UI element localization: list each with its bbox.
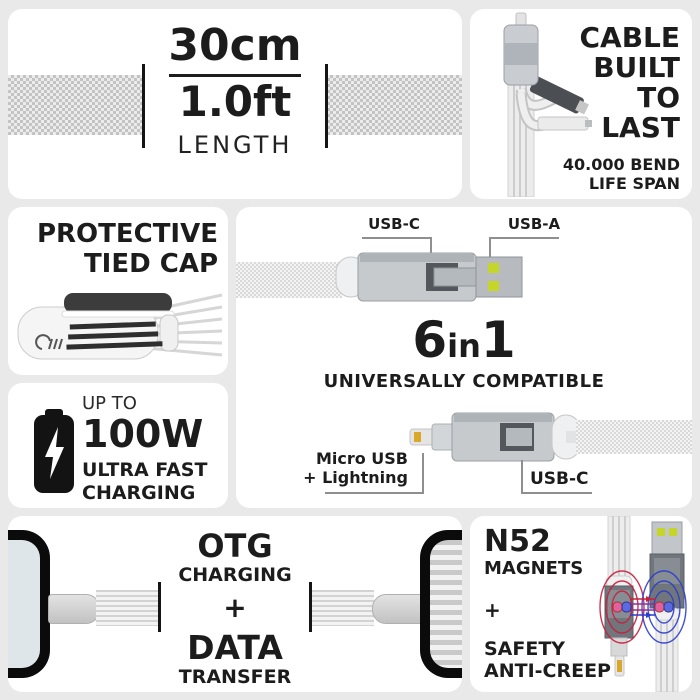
callout-bracket-usb-c-bottom [521,460,592,494]
device-right-screen [430,540,462,668]
lightning-connector-icon [503,12,539,86]
micro-usb-connector-icon [529,76,589,115]
card-otg-data: OTG CHARGING + DATA TRANSFER [8,516,462,692]
durability-title-line: TO [637,81,680,114]
magnet-left [612,601,632,613]
braided-cable-top [236,262,342,298]
card-durability: CABLE BUILT TO LAST 40.000 BEND LIFE SPA… [470,9,692,199]
bend-lifespan-text: 40.000 BEND LIFE SPAN [562,155,680,193]
cut-tick-left [158,582,161,632]
card-six-in-one: USB-C USB-A 6in1 UNIVERSALLY COMPATIBLE [236,207,692,508]
cable-left [96,590,158,626]
phone-left-screen [8,540,40,668]
data-title: DATA [187,628,283,667]
measure-tick-right [325,64,328,148]
cap-title: PROTECTIVE TIED CAP [36,219,218,279]
cable-plug-left [48,594,100,624]
callout-label-micro-lightning: Micro USB + Lightning [303,449,408,487]
length-label: LENGTH [177,131,293,160]
charging-text: CHARGING [82,481,196,504]
length-metric: 30cm [168,20,302,71]
braided-cable-strap-left [8,75,144,135]
lightning-connector-icon [409,428,435,446]
length-text-block: 30cm 1.0ft LENGTH [85,20,385,160]
card-fast-charging: UP TO 100W ULTRA FAST CHARGING [8,383,228,508]
anti-creep-text: ANTI-CREEP [484,660,611,682]
otg-title: OTG [197,527,273,565]
tied-cap-illustration [17,293,223,360]
card-cable-length: 30cm 1.0ft LENGTH [8,9,462,199]
cable-three-ends-illustration [503,12,592,197]
magnets-text: MAGNETS [484,558,584,579]
headline-one: 1 [480,311,516,369]
usb-c-plug [433,267,479,287]
plus-sign: + [223,591,247,624]
plus-sign: + [484,598,501,622]
brand-mark [35,334,63,350]
usb-a-connector-icon [475,256,523,298]
callout-label-usb-a: USB-A [507,215,561,233]
callout-bracket-usb-a [489,237,559,260]
durability-title-line: BUILT [593,51,680,84]
card-protective-cap: PROTECTIVE TIED CAP [8,207,228,375]
safety-text: SAFETY [484,638,566,660]
durability-title-line: CABLE [579,21,680,54]
otg-text-block: OTG CHARGING + DATA TRANSFER [155,528,315,688]
charging-text-block: UP TO 100W ULTRA FAST CHARGING [82,393,207,505]
usb-c-usb-a-connector-illustration [335,252,523,302]
length-imperial: 1.0ft [178,77,292,127]
callout-bracket-micro-lightning [325,453,424,494]
lightning-connector-icon [614,655,625,677]
battery-bolt-icon [34,409,74,493]
usb-a-connector-icon [651,521,683,555]
cable-plug-right [372,594,424,624]
durability-title: CABLE BUILT TO LAST [579,23,680,143]
cable-right [312,590,374,626]
callout-label-usb-c-bottom: USB-C [530,469,589,489]
up-to-text: UP TO [82,393,137,414]
n52-title: N52 [484,524,551,559]
phone-left [8,530,50,678]
measure-tick-left [142,64,145,148]
length-divider-line [169,74,301,78]
braided-cable-bottom [576,420,692,454]
callout-bracket-usb-c-top [362,237,432,260]
magnet-right [654,601,674,613]
durability-title-line: LAST [601,111,680,144]
lightning-micro-connector-illustration [409,412,580,462]
cut-tick-right [309,582,312,632]
headline-in: in [447,327,481,365]
card-n52-magnets: N52 MAGNETS + SAFETY ANTI-CREEP [470,516,692,692]
wattage-text: 100W [82,412,204,456]
otg-charging-text: CHARGING [178,564,292,586]
callout-label-usb-c-top: USB-C [368,215,420,233]
ultra-fast-text: ULTRA FAST [82,458,208,481]
magnet-field-illustration [599,516,687,692]
universally-compatible-text: UNIVERSALLY COMPATIBLE [323,371,605,392]
device-right [420,530,462,678]
transfer-text: TRANSFER [178,666,292,688]
headline-six: 6 [412,311,448,369]
braided-cable-strap-right [327,75,462,135]
six-in-one-headline: 6in1 [236,315,692,365]
